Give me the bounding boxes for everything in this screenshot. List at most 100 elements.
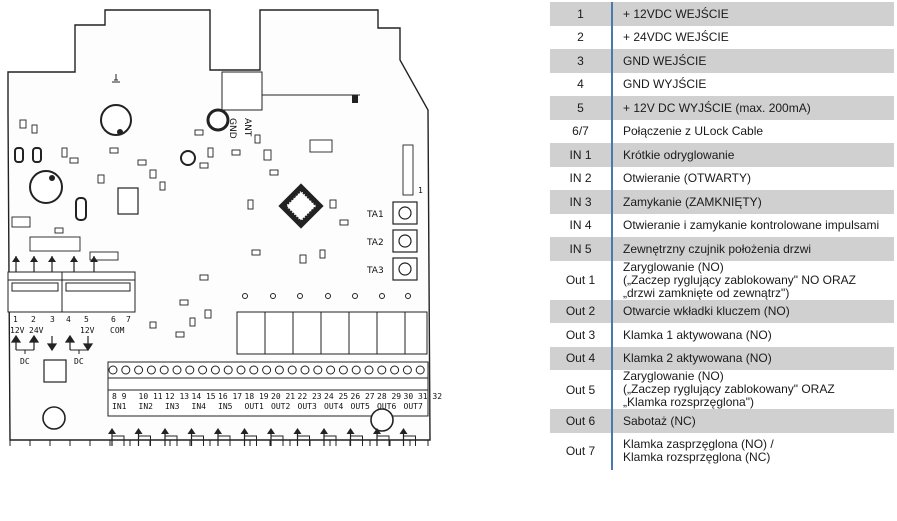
connector-mark: 1: [418, 186, 423, 195]
screw: [236, 365, 246, 375]
terminal-label: OUT7: [404, 402, 423, 411]
pin-description: GND WEJŚCIE: [612, 49, 894, 73]
pin-number: IN 1: [550, 143, 613, 167]
terminal-label: OUT5: [351, 402, 370, 411]
board-edge: [9, 440, 429, 446]
table-row: 5+ 12V DC WYJŚCIE (max. 200mA): [550, 96, 894, 120]
power-pin-5: 5: [84, 315, 89, 324]
capacitor-large-1: [100, 104, 132, 136]
legend-12v: 12V: [10, 326, 25, 335]
dc-label-2: DC: [74, 357, 84, 366]
table-row: 2+ 24VDC WEJŚCIE: [550, 25, 894, 49]
terminal-arrow: [267, 428, 284, 446]
pin-description-line: („Zaczep ryglujący zablokowany" NO ORAZ: [623, 272, 856, 287]
terminal-number: 18 19: [245, 392, 269, 401]
pin-number: 6/7: [550, 119, 613, 143]
pin-number: 4: [550, 72, 613, 96]
pin-description: Otwieranie i zamykanie kontrolowane impu…: [623, 218, 880, 233]
pin-description: Krótkie odryglowanie: [612, 143, 894, 167]
power-pin-3: 3: [50, 315, 55, 324]
pin-number: Out 5: [550, 370, 613, 409]
screw: [108, 365, 118, 375]
power-pin-7: 7: [126, 315, 131, 324]
pin-number: 1: [550, 2, 613, 26]
terminal-label: OUT4: [324, 402, 343, 411]
screw: [223, 365, 233, 375]
terminal-arrow: [161, 428, 178, 446]
button-ta1: [392, 201, 418, 225]
pin-description: Połączenie z ULock Cable: [623, 124, 764, 139]
terminal-number: 26 27: [351, 392, 375, 401]
terminal-number: 22 23: [298, 392, 322, 401]
pin-description: Sabotaż (NC): [612, 409, 894, 433]
pin-description-line: Klamka zasprzęglona (NO) /: [623, 437, 774, 451]
screw: [185, 365, 195, 375]
pin-description: Zamykanie (ZAMKNIĘTY): [612, 190, 894, 214]
terminal-arrow: [320, 428, 337, 446]
mounting-hole-right: [370, 408, 394, 432]
mounting-hole-left: [42, 406, 66, 430]
terminal-screws: [108, 365, 425, 375]
pin-description-line: „drzwi zamknięte od zewnątrz"): [623, 285, 790, 300]
board-diagram: GND ANT 1 TA1: [7, 9, 442, 446]
screw: [210, 365, 220, 375]
capacitor-small: [180, 150, 196, 166]
terminal-label: IN4: [192, 402, 207, 411]
power-terminal-block: [7, 271, 136, 313]
relay-bank: [236, 311, 428, 355]
pin-number: IN 3: [550, 190, 613, 214]
capacitor-large-2: [206, 108, 230, 132]
ant-label: ANT: [242, 118, 252, 137]
terminal-arrow: [240, 428, 257, 446]
terminal-label: OUT1: [245, 402, 264, 411]
ta3-label: TA3: [366, 266, 384, 276]
terminal-label: OUT3: [298, 402, 317, 411]
main-chip: [278, 183, 324, 229]
pin-number: Out 2: [550, 299, 613, 323]
terminal-number: 10 11: [139, 392, 163, 401]
pin-number: Out 1: [550, 260, 613, 300]
screw: [134, 365, 144, 375]
legend-24v: 24V: [29, 326, 44, 335]
pin-description-line: Zaryglowanie (NO): [623, 259, 724, 274]
pin-number: IN 2: [550, 166, 613, 190]
ta1-label: TA1: [366, 210, 384, 220]
pin-description-line: („Zaczep ryglujący zablokowany" ORAZ: [623, 382, 835, 396]
antenna-block: [221, 71, 263, 111]
pin-description: Klamka 1 aktywowana (NO): [623, 327, 772, 342]
terminal-label: IN1: [112, 402, 127, 411]
pin-description: GND WYJŚCIE: [623, 77, 707, 92]
terminal-label: IN5: [218, 402, 233, 411]
table-row: 1+ 12VDC WEJŚCIE: [550, 2, 894, 26]
screw: [326, 365, 336, 375]
power-pin-4: 4: [66, 315, 71, 324]
terminal-number: 20 21: [271, 392, 295, 401]
dc-label-1: DC: [20, 357, 30, 366]
terminal-label: IN2: [139, 402, 154, 411]
button-ta3: [392, 257, 418, 281]
pin-description: + 24VDC WEJŚCIE: [623, 30, 729, 45]
pin-description: Zewnętrzny czujnik położenia drzwi: [612, 237, 894, 261]
screw: [351, 365, 361, 375]
button-ta2: [392, 229, 418, 253]
screw: [338, 365, 348, 375]
screw: [364, 365, 374, 375]
terminal-arrow: [187, 428, 204, 446]
capacitor-large-3: [29, 170, 63, 204]
terminal-number: 28 29: [377, 392, 401, 401]
crystal: [117, 187, 139, 215]
pin-description: Zaryglowanie (NO)(„Zaczep ryglujący zabl…: [612, 370, 894, 409]
terminal-label: IN3: [165, 402, 180, 411]
legend-com: COM: [110, 326, 125, 335]
power-pin-1: 1: [13, 315, 18, 324]
pin-number: Out 7: [550, 432, 613, 470]
terminal-arrows: [108, 428, 416, 446]
